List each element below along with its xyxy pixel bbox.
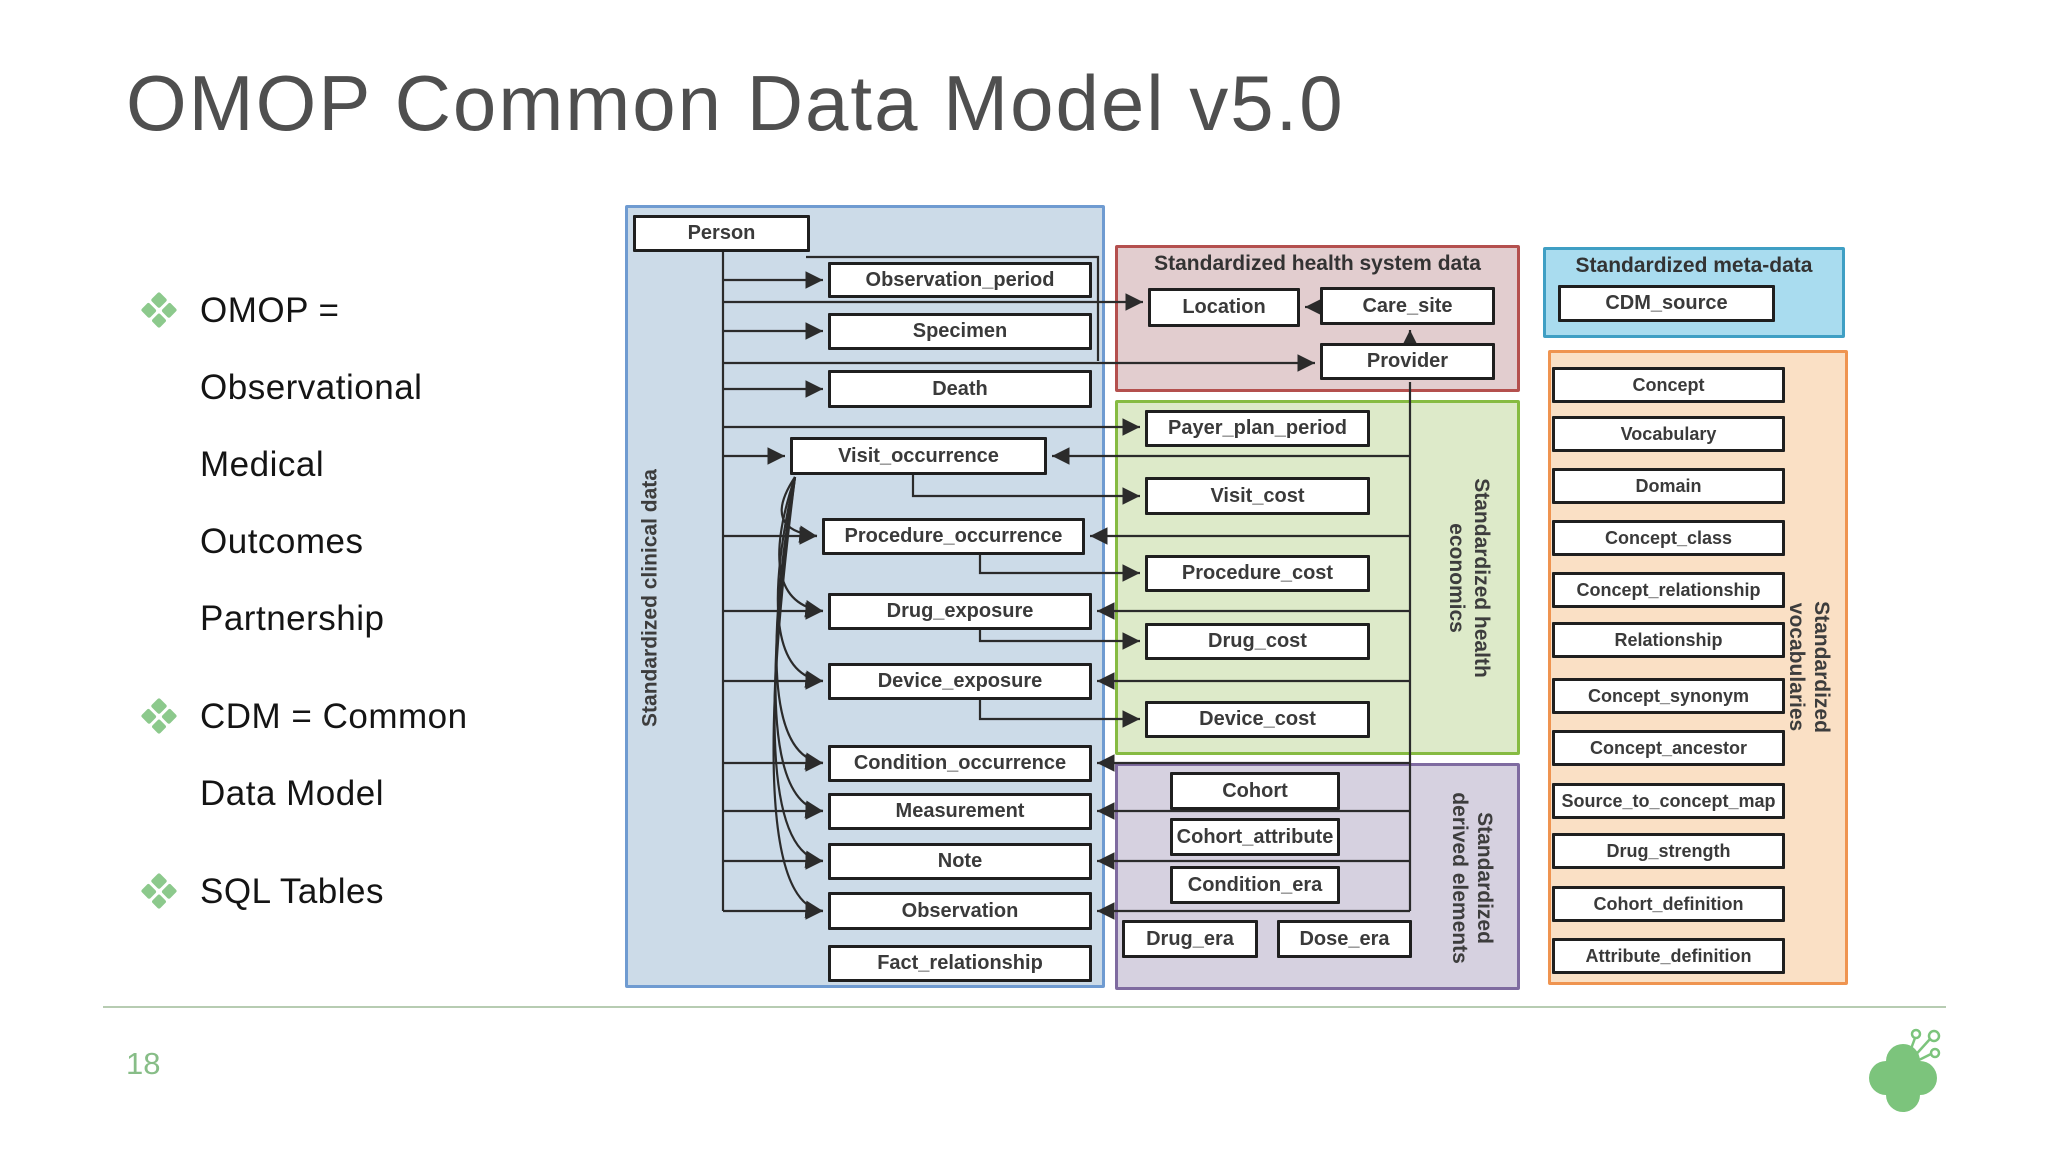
table-box-concept_synonym: Concept_synonym	[1552, 678, 1785, 714]
table-box-death: Death	[828, 370, 1092, 408]
panel-title-derived: Standardized derived elements	[1448, 792, 1497, 964]
table-box-provider: Provider	[1320, 343, 1495, 380]
page-number: 18	[126, 1046, 161, 1081]
table-box-condition_era: Condition_era	[1170, 866, 1340, 904]
table-box-domain: Domain	[1552, 468, 1785, 504]
bullet-item-3: SQL Tables	[140, 853, 616, 930]
table-box-visit_cost: Visit_cost	[1145, 477, 1370, 515]
table-box-observation: Observation	[828, 892, 1092, 930]
table-box-concept_class: Concept_class	[1552, 520, 1785, 556]
table-box-device_cost: Device_cost	[1145, 701, 1370, 738]
table-box-drug_exposure: Drug_exposure	[828, 593, 1092, 630]
table-box-device_exposure: Device_exposure	[828, 663, 1092, 700]
table-box-visit_occurrence: Visit_occurrence	[790, 437, 1047, 475]
table-box-measurement: Measurement	[828, 793, 1092, 830]
table-box-drug_strength: Drug_strength	[1552, 833, 1785, 869]
table-box-payer_plan_period: Payer_plan_period	[1145, 410, 1370, 447]
panel-title-vocab: Standardized vocabularies	[1785, 601, 1834, 733]
table-box-observation_period: Observation_period	[828, 262, 1092, 298]
table-box-note: Note	[828, 843, 1092, 880]
clover-network-logo-icon	[1869, 1028, 1941, 1112]
table-box-specimen: Specimen	[828, 313, 1092, 350]
table-box-cdm_source: CDM_source	[1558, 285, 1775, 322]
table-box-drug_cost: Drug_cost	[1145, 623, 1370, 660]
panel-vocab	[1548, 350, 1848, 985]
bullet-text: SQL Tables	[200, 872, 384, 911]
table-box-attribute_definition: Attribute_definition	[1552, 938, 1785, 974]
table-box-person: Person	[633, 215, 810, 252]
panel-title-system: Standardized health system data	[1154, 252, 1481, 275]
table-box-concept_relationship: Concept_relationship	[1552, 572, 1785, 608]
page-title: OMOP Common Data Model v5.0	[126, 59, 1345, 147]
table-box-drug_era: Drug_era	[1122, 920, 1258, 958]
table-box-care_site: Care_site	[1320, 287, 1495, 325]
table-box-dose_era: Dose_era	[1277, 920, 1412, 958]
table-box-concept: Concept	[1552, 367, 1785, 403]
table-box-procedure_occurrence: Procedure_occurrence	[822, 518, 1085, 555]
table-box-fact_relationship: Fact_relationship	[828, 945, 1092, 982]
footer-divider	[103, 1006, 1946, 1008]
table-box-location: Location	[1148, 288, 1300, 327]
table-box-cohort: Cohort	[1170, 772, 1340, 810]
panel-title-economics: Standardized health economics	[1445, 478, 1494, 678]
panel-title-meta: Standardized meta-data	[1575, 254, 1813, 277]
table-box-cohort_definition: Cohort_definition	[1552, 886, 1785, 922]
table-box-concept_ancestor: Concept_ancestor	[1552, 730, 1785, 766]
table-box-source_to_concept_map: Source_to_concept_map	[1552, 783, 1785, 819]
table-box-cohort_attribute: Cohort_attribute	[1170, 818, 1340, 856]
table-box-procedure_cost: Procedure_cost	[1145, 555, 1370, 592]
table-box-vocabulary: Vocabulary	[1552, 416, 1785, 452]
table-box-condition_occurrence: Condition_occurrence	[828, 745, 1092, 782]
panel-title-clinical: Standardized clinical data	[638, 469, 662, 727]
table-box-relationship: Relationship	[1552, 622, 1785, 658]
